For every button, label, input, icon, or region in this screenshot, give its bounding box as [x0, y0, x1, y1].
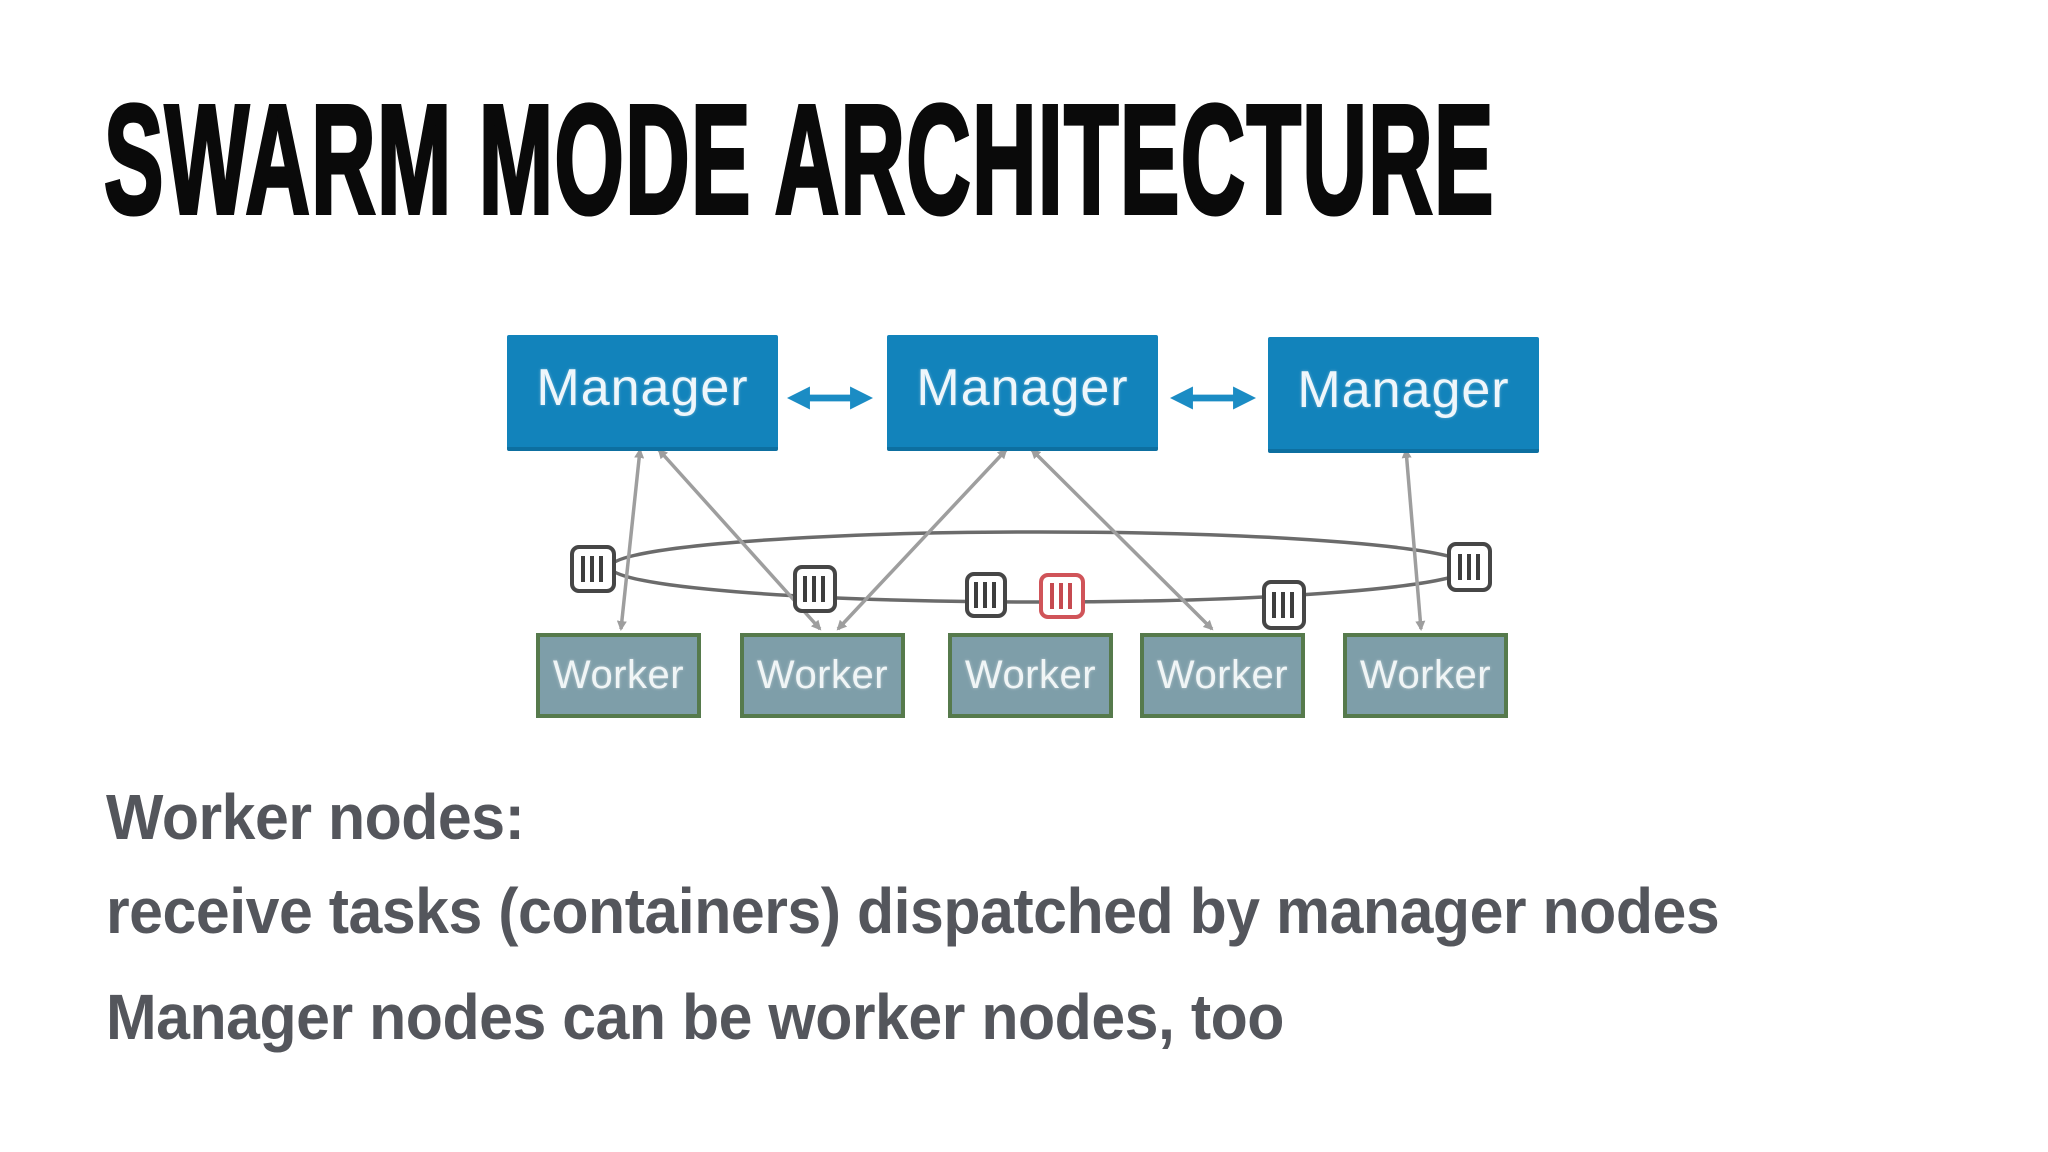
container-bars-icon: [1272, 592, 1296, 618]
body-line: Manager nodes can be worker nodes, too: [106, 981, 1284, 1053]
container-icon: [965, 572, 1007, 618]
container-bars-icon: [581, 556, 605, 582]
worker-node-label: Worker: [756, 653, 889, 697]
manager-node-label: Manager: [536, 359, 749, 417]
sync-arrow-icon: [787, 383, 873, 413]
container-bars-icon: [1457, 554, 1482, 580]
worker-node-label: Worker: [964, 653, 1097, 697]
container-bars-icon: [803, 576, 827, 602]
manager-node-label: Manager: [1297, 361, 1510, 419]
worker-node-label: Worker: [552, 653, 685, 697]
failed-container-icon: [1039, 573, 1085, 619]
manager-node: Manager: [1268, 337, 1539, 453]
container-bars-icon: [974, 582, 998, 608]
sync-arrow-icon: [1170, 383, 1256, 413]
manager-node: Manager: [887, 335, 1158, 451]
worker-node: Worker: [1343, 633, 1508, 718]
worker-node: Worker: [536, 633, 701, 718]
body-heading: Worker nodes:: [106, 781, 525, 853]
worker-node: Worker: [1140, 633, 1305, 718]
worker-node: Worker: [740, 633, 905, 718]
worker-node: Worker: [948, 633, 1113, 718]
container-icon: [1262, 580, 1306, 630]
container-icon: [793, 565, 837, 613]
slide-title: SWARM MODE ARCHITECTURE: [103, 73, 1495, 246]
container-bars-icon: [1050, 583, 1074, 609]
manager-node: Manager: [507, 335, 778, 451]
worker-node-label: Worker: [1156, 653, 1289, 697]
container-icon: [1447, 542, 1492, 592]
manager-node-label: Manager: [916, 359, 1129, 417]
body-line: receive tasks (containers) dispatched by…: [106, 875, 1720, 947]
container-icon: [570, 545, 616, 593]
worker-node-label: Worker: [1359, 653, 1492, 697]
